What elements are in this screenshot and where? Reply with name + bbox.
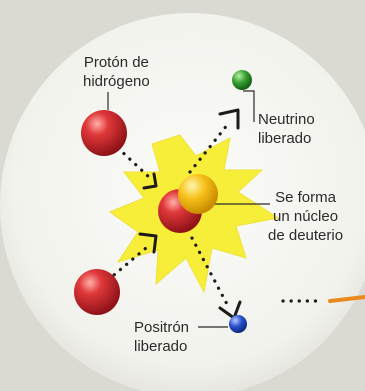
arrowhead-proton-2 <box>138 232 158 254</box>
nucleus-label-line1: Se forma <box>275 189 336 206</box>
path-proton-2 <box>106 246 148 282</box>
positron-label: Positrón liberado <box>134 318 189 356</box>
positron-particle <box>229 315 247 333</box>
path-positron <box>190 236 230 308</box>
path-proton-1 <box>116 146 152 180</box>
neutrino-label: Neutrino liberado <box>258 110 315 148</box>
neutrino-particle <box>232 70 252 90</box>
nucleus-label-line3: de deuterio <box>268 227 344 244</box>
deuterium-neutron <box>178 174 218 214</box>
proton-label: Protón de hidrógeno <box>83 53 150 91</box>
nucleus-label: Se forma un núcleo de deuterio <box>268 188 343 245</box>
positron-label-line2: liberado <box>134 338 188 355</box>
arrowhead-proton-1 <box>142 172 158 190</box>
neutrino-label-line1: Neutrino <box>258 111 315 128</box>
proton-top <box>81 110 127 156</box>
nucleus-label-line2: un núcleo <box>273 208 339 225</box>
positron-label-line1: Positrón <box>134 319 190 336</box>
particle-paths <box>106 122 322 308</box>
neutrino-label-line2: liberado <box>258 130 312 147</box>
proton-label-line1: Protón de <box>83 54 149 71</box>
leader-neutrino <box>243 90 255 122</box>
arrowhead-neutrino <box>218 108 240 130</box>
proton-label-line2: hidrógeno <box>83 73 150 90</box>
continuation-line <box>328 295 365 303</box>
proton-bottom <box>74 269 120 315</box>
